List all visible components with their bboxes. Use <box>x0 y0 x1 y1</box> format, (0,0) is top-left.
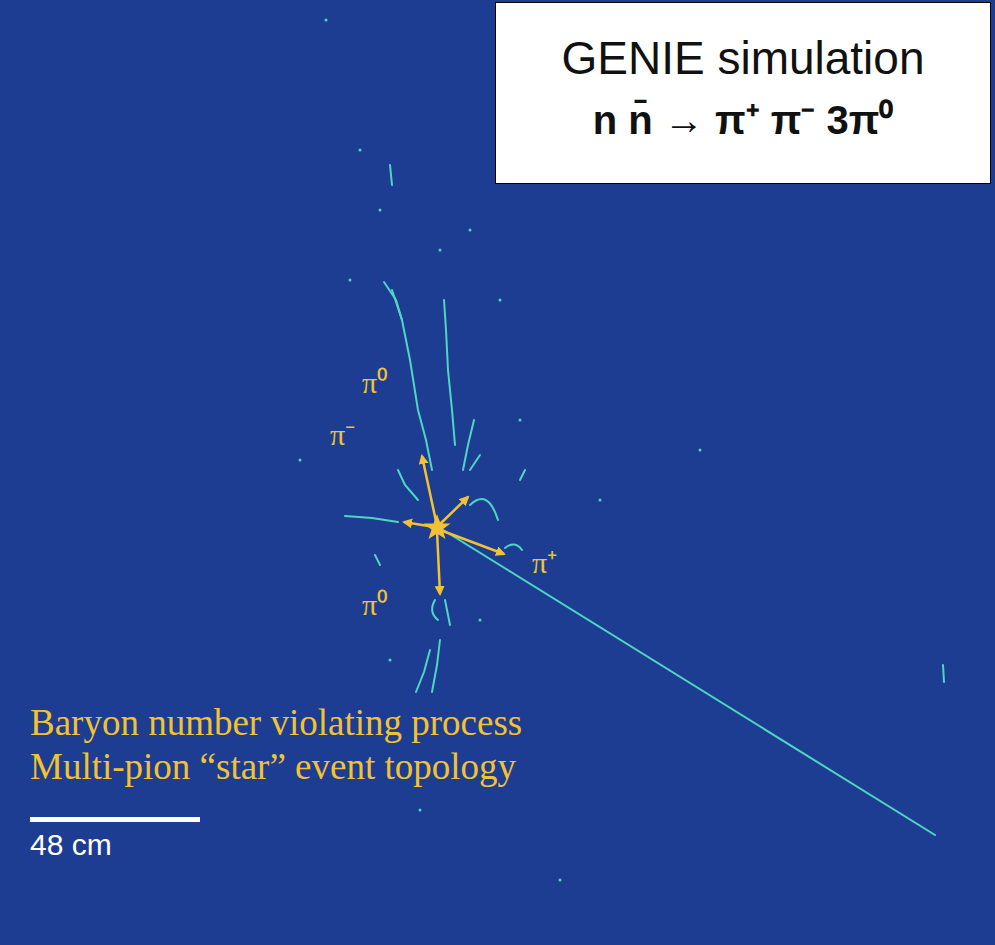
legend-box: GENIE simulation n n̄ → π⁺ π⁻ 3π⁰ <box>495 2 991 184</box>
caption-line: Multi-pion “star” event topology <box>30 746 516 789</box>
vertex-star <box>424 514 451 539</box>
scale-label: 48 cm <box>30 828 112 863</box>
particle-label: π⁺ <box>532 546 557 581</box>
box-heading: GENIE simulation <box>496 33 990 84</box>
particle-label: π⁰ <box>362 588 388 623</box>
particle-label: π⁰ <box>362 366 388 401</box>
momentum-arrows <box>404 456 504 594</box>
scale-bar <box>30 817 200 822</box>
particle-label: π⁻ <box>330 418 355 453</box>
reaction-formula: n n̄ → π⁺ π⁻ 3π⁰ <box>496 98 990 142</box>
caption-line: Baryon number violating process <box>30 702 522 745</box>
